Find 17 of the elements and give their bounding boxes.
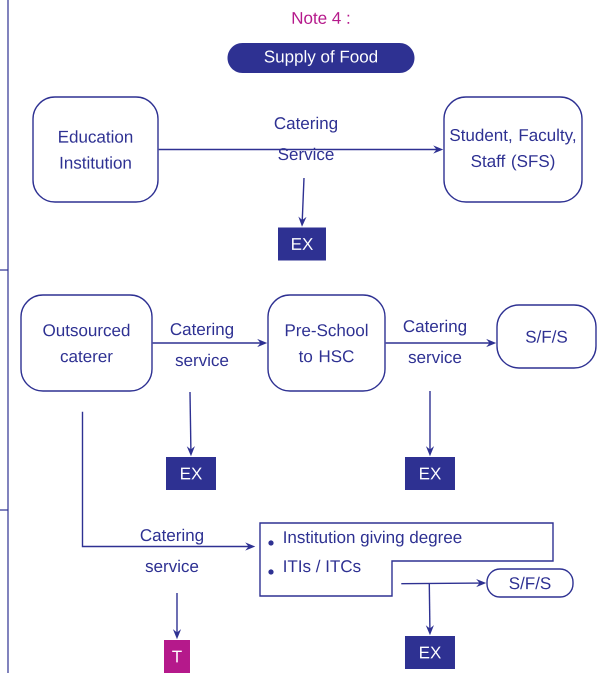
process-box: S/F/S [496,304,597,369]
edge-label: Catering service [404,320,466,364]
heading-pill: Supply of Food [228,43,414,73]
note-title: Note 4 : [292,12,350,24]
tag-box: T [164,640,190,673]
tag-box: EX [166,457,216,490]
process-box: S/F/S [486,568,574,598]
tag-box: EX [405,636,455,669]
process-box: Education Institution [32,96,159,203]
tag-box: EX [405,457,455,490]
tag-box: EX [278,228,326,260]
process-box: Student, Faculty, Staff (SFS) [443,96,583,203]
edge-label: Catering service [170,322,234,366]
edge-label: Catering service [140,528,204,572]
process-box: Outsourced caterer [20,294,153,392]
process-box: Pre-School to HSC [267,294,386,392]
edge-label: Catering Service [274,116,338,160]
